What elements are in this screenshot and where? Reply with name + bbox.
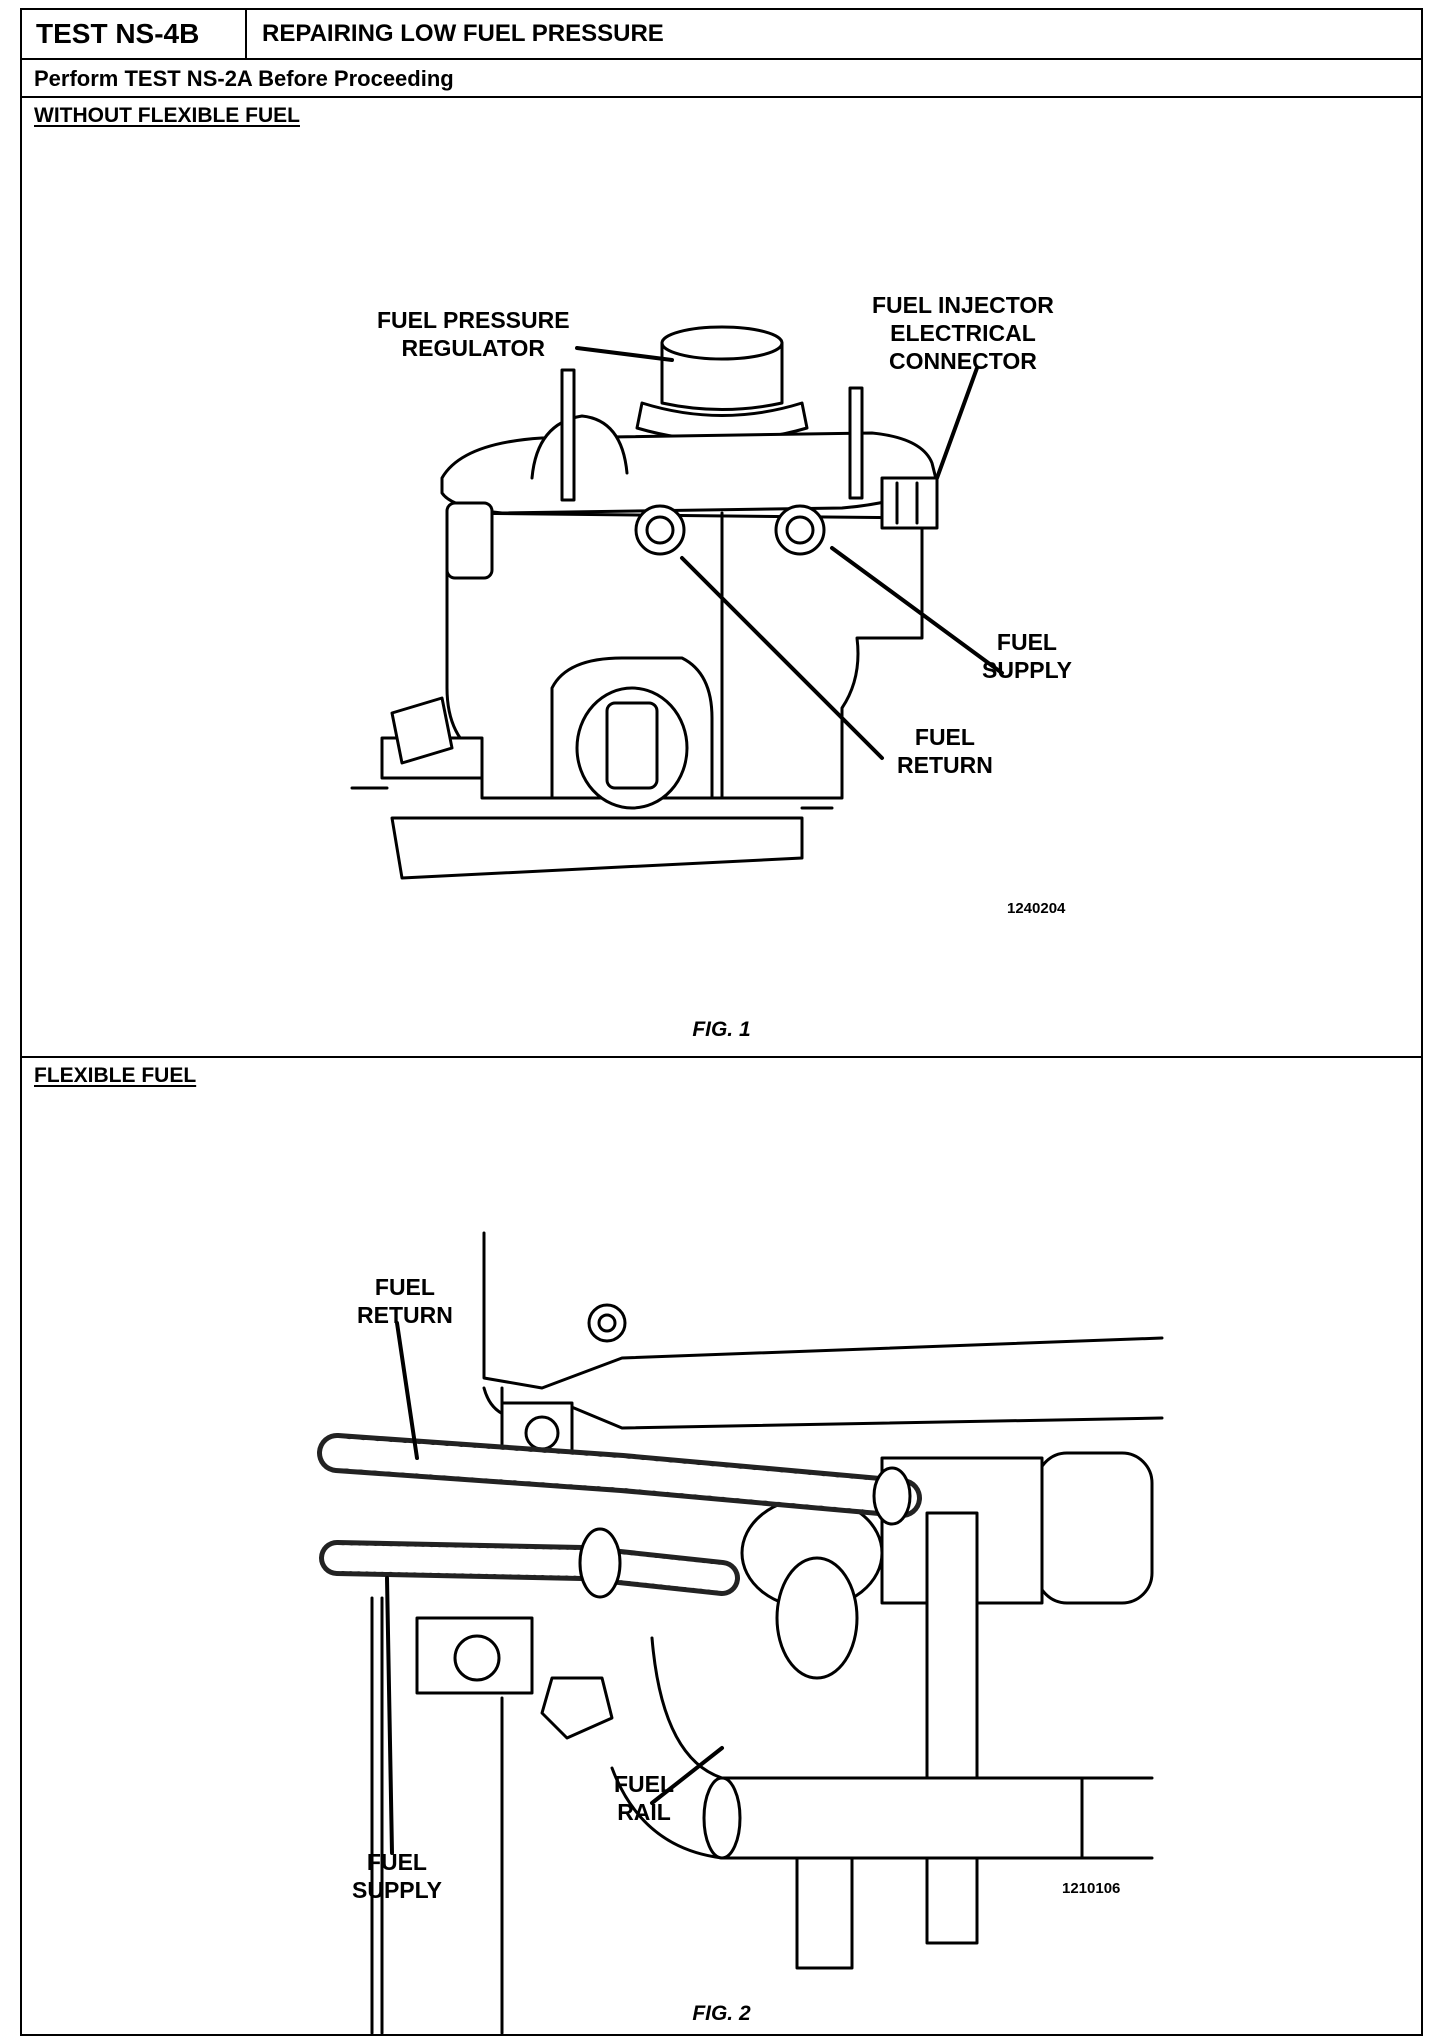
callout-line: RETURN	[357, 1302, 453, 1328]
callout-line: SUPPLY	[352, 1877, 442, 1903]
prerequisite-note: Perform TEST NS-2A Before Proceeding	[22, 60, 1421, 98]
figure2-caption: FIG. 2	[692, 2002, 751, 2025]
fuel-rail-illustration	[317, 1231, 1164, 2034]
figure1-section-label: WITHOUT FLEXIBLE FUEL	[34, 104, 300, 127]
callout-line: FUEL	[374, 1274, 435, 1300]
callout-line: FUEL	[366, 1849, 427, 1875]
figure1-image-code: 1240204	[1007, 900, 1066, 917]
callout-line: FUEL PRESSURE	[377, 307, 570, 333]
figure1-caption: FIG. 1	[692, 1018, 751, 1041]
callout-line: SUPPLY	[982, 657, 1072, 683]
figure2-section-label: FLEXIBLE FUEL	[34, 1064, 197, 1087]
fuel-injector-connector-callout: FUEL INJECTOR ELECTRICAL CONNECTOR	[872, 291, 1054, 375]
test-id: TEST NS-4B	[22, 10, 247, 58]
fuel-rail-callout: FUEL RAIL	[614, 1770, 674, 1826]
callout-line: FUEL INJECTOR	[872, 292, 1054, 318]
fuel-pressure-regulator-callout: FUEL PRESSURE REGULATOR	[377, 306, 570, 362]
fuel-supply-callout: FUEL SUPPLY	[982, 628, 1072, 684]
callout-line: ELECTRICAL	[890, 320, 1036, 346]
callout-line: CONNECTOR	[889, 348, 1037, 374]
fuel-return-callout: FUEL RETURN	[357, 1273, 453, 1329]
fuel-supply-callout: FUEL SUPPLY	[352, 1848, 442, 1904]
callout-line: REGULATOR	[401, 335, 546, 361]
procedure-page: TEST NS-4B REPAIRING LOW FUEL PRESSURE P…	[20, 8, 1423, 2036]
figure2-image-code: 1210106	[1062, 1880, 1121, 1897]
callout-line: FUEL	[914, 724, 975, 750]
callout-line: RETURN	[897, 752, 993, 778]
callout-line: FUEL	[996, 629, 1057, 655]
throttle-body-illustration	[350, 325, 1004, 880]
header-row: TEST NS-4B REPAIRING LOW FUEL PRESSURE	[22, 10, 1421, 60]
figure2-section: FLEXIBLE FUEL	[22, 1058, 1421, 2036]
callout-line: FUEL	[614, 1771, 675, 1797]
test-title: REPAIRING LOW FUEL PRESSURE	[262, 20, 664, 47]
figure1-section: WITHOUT FLEXIBLE FUEL	[22, 98, 1421, 1058]
fuel-return-callout: FUEL RETURN	[897, 723, 993, 779]
callout-line: RAIL	[617, 1799, 671, 1825]
